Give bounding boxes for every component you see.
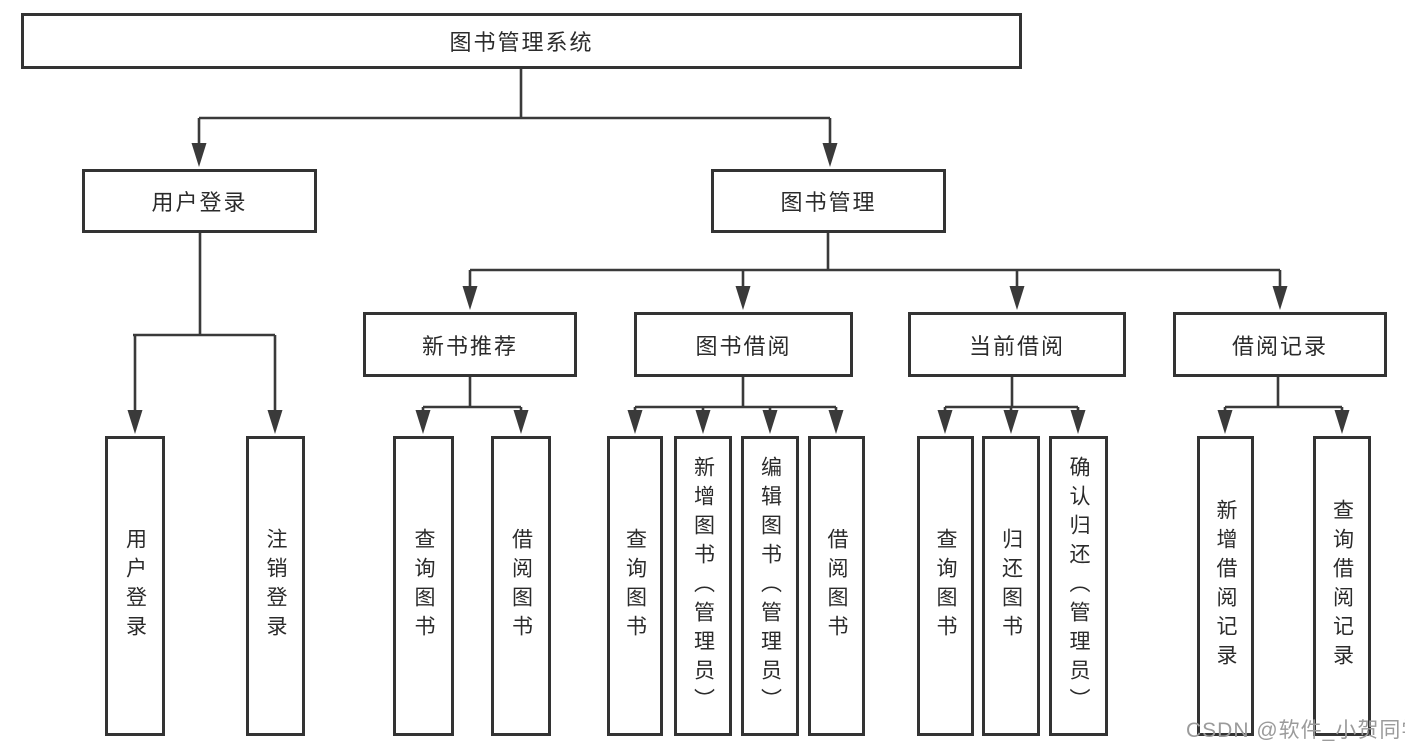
connector-borrow-records-children [1217,377,1350,434]
node-borrow-records: 借阅记录 [1173,312,1387,377]
connector-book-management-children [462,233,1288,310]
leaf-query-books-current: 查询图书 [917,436,974,736]
connector-current-borrow-children [937,377,1086,434]
leaf-edit-book-admin: 编辑图书（管理员） [741,436,799,736]
connector-new-book-children [415,377,529,434]
leaf-add-book-admin: 新增图书（管理员） [674,436,732,736]
leaf-query-books-borrow: 查询图书 [607,436,663,736]
leaf-query-books-recommend: 查询图书 [393,436,454,736]
node-user-login: 用户登录 [82,169,317,233]
watermark: CSDN @软件_小贺同学 [1186,719,1405,742]
node-library-system: 图书管理系统 [21,13,1022,69]
connector-book-borrow-children [627,377,844,434]
node-current-borrow: 当前借阅 [908,312,1126,377]
connector-root-to-level2 [191,69,838,167]
leaf-add-borrow-record: 新增借阅记录 [1197,436,1254,736]
leaf-borrow-books-recommend: 借阅图书 [491,436,551,736]
node-book-borrow: 图书借阅 [634,312,853,377]
leaf-confirm-return-admin: 确认归还（管理员） [1049,436,1108,736]
node-book-management: 图书管理 [711,169,946,233]
node-new-book-recommend: 新书推荐 [363,312,577,377]
leaf-borrow-books: 借阅图书 [808,436,865,736]
connector-user-login-children [127,233,283,434]
leaf-user-login: 用户登录 [105,436,165,736]
leaf-query-borrow-record: 查询借阅记录 [1313,436,1371,736]
leaf-logout: 注销登录 [246,436,305,736]
leaf-return-books: 归还图书 [982,436,1040,736]
